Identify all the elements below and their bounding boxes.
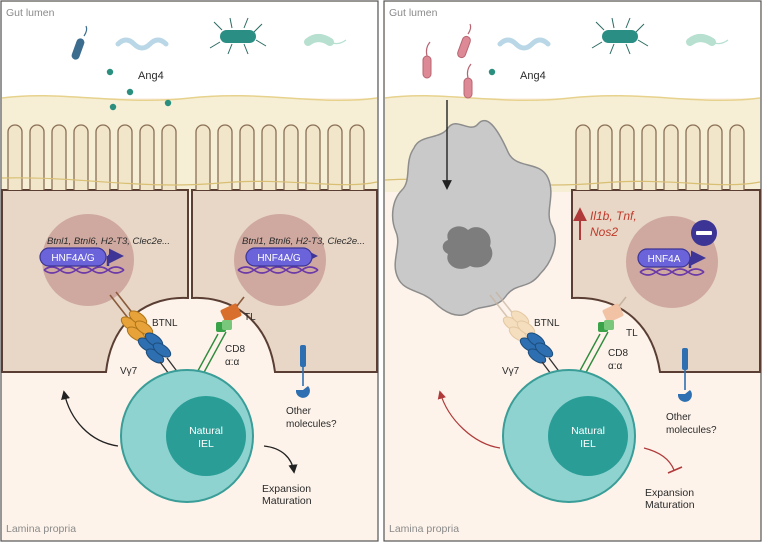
right-ang4-peptide bbox=[488, 68, 496, 76]
left-hnf4ag-complex-2: HNF4A/G bbox=[237, 247, 319, 274]
right-vg7-tcr-icon bbox=[519, 332, 562, 379]
right-other-receptor-icon bbox=[677, 348, 692, 402]
right-bacterium-pink-rod-icon-3 bbox=[463, 63, 473, 99]
right-hnf4a-complex: HNF4A bbox=[637, 248, 706, 276]
left-lamina-propria-label: Lamina propria bbox=[6, 523, 76, 535]
left-iel-label: IEL bbox=[198, 438, 214, 450]
left-other-label-1: Other bbox=[286, 406, 312, 417]
left-bacterium-curved-icon bbox=[304, 34, 347, 46]
right-mucus-boundary bbox=[384, 94, 761, 102]
right-vg7-label: Vγ7 bbox=[502, 366, 520, 377]
right-ang4-label: Ang4 bbox=[520, 70, 546, 82]
left-tf-label-1: HNF4A/G bbox=[51, 253, 95, 264]
right-iel-label: IEL bbox=[580, 438, 596, 450]
left-genes-label-1: Btnl1, Btnl6, H2-T3, Clec2e... bbox=[47, 236, 170, 247]
right-bacterium-flagellated-icon bbox=[591, 17, 649, 55]
left-bacterium-flagellated-icon bbox=[209, 17, 267, 55]
right-inhibition-line bbox=[643, 447, 675, 471]
left-tl-label: TL bbox=[244, 312, 256, 323]
right-maturation-label: Maturation bbox=[645, 499, 695, 511]
left-cd8-alpha-label: α:α bbox=[225, 357, 240, 368]
right-tl-label: TL bbox=[626, 328, 638, 339]
left-maturation-label: Maturation bbox=[262, 495, 312, 507]
right-btnl-label: BTNL bbox=[534, 318, 560, 329]
right-bacterium-spirillum-icon bbox=[497, 37, 551, 51]
right-tf-label: HNF4A bbox=[648, 254, 681, 265]
left-genes-label-2: Btnl1, Btnl6, H2-T3, Clec2e... bbox=[242, 236, 365, 247]
left-tl-cd8-complex-icon bbox=[193, 296, 245, 379]
left-bacterium-rod-icon bbox=[71, 25, 88, 60]
left-tf-label-2: HNF4A/G bbox=[257, 253, 301, 264]
left-mucus-boundary bbox=[1, 94, 378, 102]
left-iel-nucleus bbox=[166, 396, 246, 476]
inhibition-minus-icon bbox=[691, 220, 717, 246]
left-ang4-label: Ang4 bbox=[138, 70, 164, 82]
inflammatory-genes-label-1: Il1b, Tnf, bbox=[590, 209, 637, 223]
left-upward-arrow bbox=[61, 390, 119, 447]
macrophage-nucleus bbox=[442, 226, 493, 269]
right-cd8-label: CD8 bbox=[608, 348, 628, 359]
left-panel: Ang4 Btnl1, Btnl6, H2-T3, Clec2e... Btnl… bbox=[0, 0, 379, 542]
left-ang4-peptides bbox=[106, 68, 172, 111]
right-lamina-propria-label: Lamina propria bbox=[389, 523, 459, 535]
left-cd8-label: CD8 bbox=[225, 344, 245, 355]
left-bacterium-spirillum-icon bbox=[115, 37, 169, 51]
left-glycocalyx-line bbox=[1, 177, 378, 186]
right-bacterium-pink-rod-icon-1 bbox=[422, 41, 432, 79]
right-panel: Ang4 Il1b, Tnf, Nos2 HNF4A bbox=[383, 0, 762, 542]
left-natural-label: Natural bbox=[189, 425, 223, 437]
macrophage-cell bbox=[391, 120, 556, 316]
right-natural-label: Natural bbox=[571, 425, 605, 437]
right-gut-lumen-label: Gut lumen bbox=[389, 7, 438, 19]
right-bacterium-pink-rod-icon-2 bbox=[457, 23, 472, 59]
left-btnl-receptor-icon bbox=[109, 291, 154, 342]
left-gut-lumen-label: Gut lumen bbox=[6, 7, 55, 19]
inflammatory-genes-label-2: Nos2 bbox=[590, 225, 618, 239]
right-inhibition-bar bbox=[667, 466, 683, 474]
left-microvilli bbox=[7, 124, 365, 190]
left-expansion-label: Expansion bbox=[262, 483, 311, 495]
right-lumen-area bbox=[385, 2, 760, 98]
right-other-label-1: Other bbox=[666, 412, 692, 423]
right-iel-nucleus bbox=[548, 396, 628, 476]
right-microvilli bbox=[575, 124, 745, 190]
right-cd8-alpha-label: α:α bbox=[608, 361, 623, 372]
left-vg7-label: Vγ7 bbox=[120, 366, 138, 377]
right-bacterium-curved-icon bbox=[686, 34, 729, 46]
left-hnf4ag-complex-1: HNF4A/G bbox=[39, 247, 125, 274]
right-other-label-2: molecules? bbox=[666, 425, 717, 436]
right-tl-cd8-complex-icon bbox=[575, 296, 627, 379]
left-other-label-2: molecules? bbox=[286, 419, 337, 430]
left-expansion-arrow bbox=[263, 445, 298, 474]
right-btnl-receptor-icon bbox=[489, 291, 536, 342]
left-vg7-tcr-icon bbox=[137, 332, 180, 379]
left-other-receptor-icon bbox=[295, 345, 310, 398]
left-lumen-area bbox=[2, 2, 377, 98]
right-expansion-label: Expansion bbox=[645, 487, 694, 499]
right-upward-arrow bbox=[437, 390, 501, 449]
left-btnl-label: BTNL bbox=[152, 318, 178, 329]
